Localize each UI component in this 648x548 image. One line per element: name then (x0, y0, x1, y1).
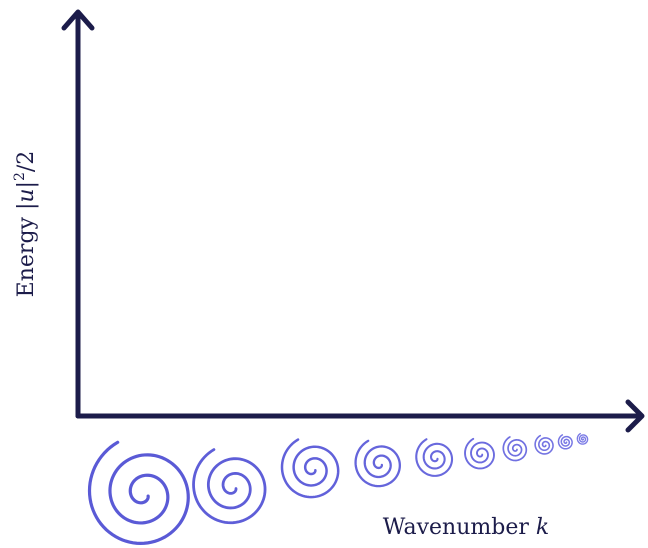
eddy-spiral-10 (577, 434, 587, 444)
y-axis-label: Energy |u|2/2 (12, 151, 39, 298)
eddy-spiral-8 (535, 436, 553, 454)
x-axis-label: Wavenumber k (383, 515, 549, 540)
eddy-spiral-4 (356, 441, 400, 486)
eddy-spiral-5 (416, 439, 452, 476)
eddy-spiral-7 (503, 437, 526, 461)
eddy-spiral-3 (282, 440, 338, 498)
eddy-spiral-2 (194, 450, 266, 523)
eddy-spiral-1 (89, 442, 188, 543)
eddy-spiral-6 (465, 439, 494, 469)
eddy-spiral-9 (558, 435, 572, 449)
